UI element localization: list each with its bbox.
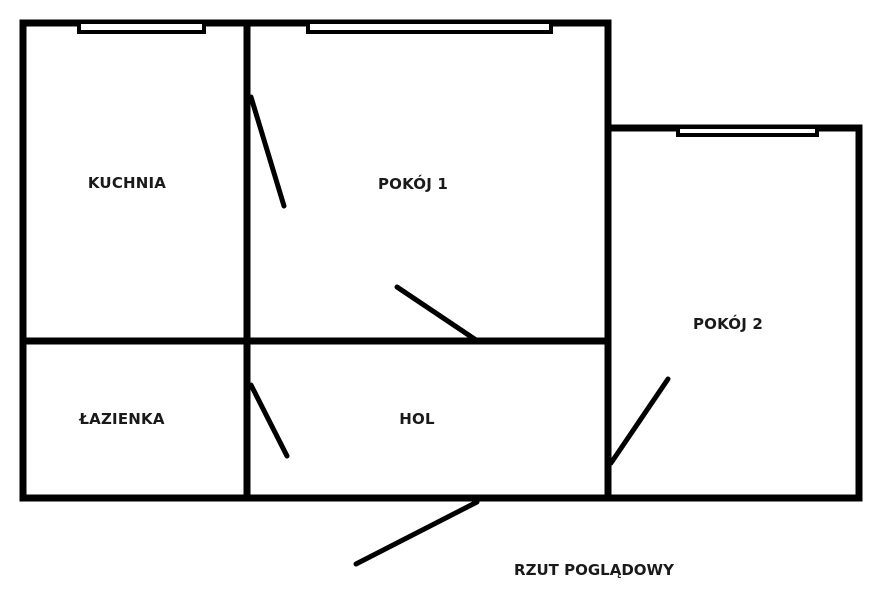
room-label-pokoj-2: POKÓJ 2 bbox=[692, 315, 764, 333]
room-label-kuchnia: KUCHNIA bbox=[87, 174, 167, 192]
window-pokoj2 bbox=[676, 125, 819, 137]
windows bbox=[77, 20, 819, 137]
door-hol-lazienka bbox=[248, 382, 290, 459]
door-pokoj1-left bbox=[248, 94, 287, 209]
room-label-pokoj-1: POKÓJ 1 bbox=[377, 175, 449, 193]
window-kitchen bbox=[77, 20, 206, 34]
room-label-hol: HOL bbox=[399, 410, 435, 428]
room-label-lazienka: ŁAZIENKA bbox=[79, 410, 165, 428]
door-pokoj1-hol bbox=[394, 284, 479, 343]
pokoj2-outline bbox=[604, 124, 863, 502]
window-pokoj1 bbox=[306, 20, 553, 34]
door-entrance bbox=[353, 499, 480, 567]
plan-caption: RZUT POGLĄDOWY bbox=[514, 561, 674, 579]
doors bbox=[248, 94, 671, 567]
door-pokoj2 bbox=[608, 376, 671, 466]
